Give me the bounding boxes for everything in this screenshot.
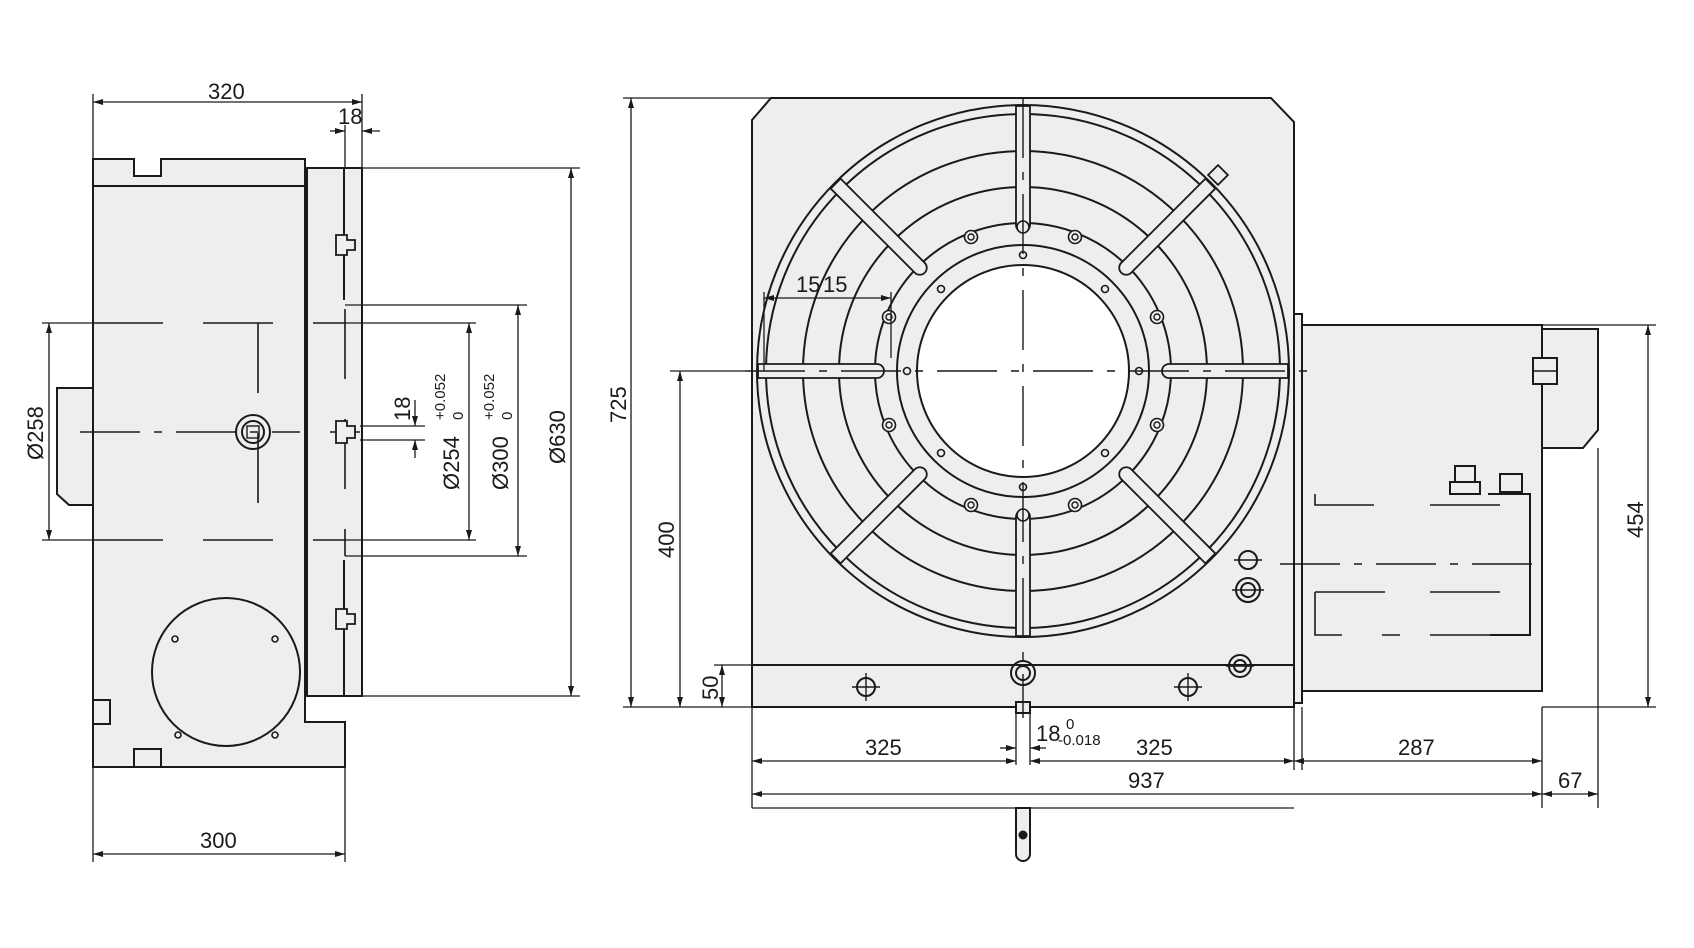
t-slot — [1118, 466, 1217, 565]
front-fitting — [1449, 481, 1481, 495]
side-motor-bolt — [171, 635, 179, 643]
bolt-hole-outer — [881, 309, 897, 325]
bolt-hole-outer — [1067, 229, 1083, 245]
dim-454-label: 454 — [1623, 501, 1648, 538]
front-motor-housing — [1301, 324, 1543, 692]
bolt-hole-inner — [967, 501, 975, 509]
side-view: 320 18 300 Ø258 Ø254 +0.052 0 Ø300 +0.05… — [23, 79, 580, 862]
dim-325-right-label: 325 — [1136, 735, 1173, 760]
side-hub-inner — [241, 420, 265, 444]
front-motor-flange — [1293, 313, 1303, 704]
bolt-hole-outer — [1149, 417, 1165, 433]
bolt-hole-inner — [1153, 313, 1161, 321]
front-fitting — [1454, 465, 1476, 483]
dim-18-key-label: 18 — [1036, 721, 1060, 746]
dim-18-label: 18 — [338, 104, 362, 129]
dim-937-label: 937 — [1128, 768, 1165, 793]
bolt-hole-outer — [963, 497, 979, 513]
tol-zero: 0 — [450, 412, 467, 420]
dim-258-label: Ø258 — [23, 406, 48, 460]
dim-15b-label: 15 — [823, 272, 847, 297]
side-motor-bolt — [271, 635, 279, 643]
bolt-circle-outer — [881, 229, 1165, 513]
bolt-hole-outer — [1067, 497, 1083, 513]
t-slot — [829, 177, 928, 276]
dim-300-dia-label: Ø300 — [488, 436, 513, 490]
bolt-hole — [902, 366, 912, 376]
front-motor-cap — [1541, 328, 1599, 449]
bolt-hole — [936, 284, 946, 294]
side-port — [92, 699, 111, 725]
slot-end-key — [1206, 163, 1230, 187]
bolt-hole-inner — [885, 421, 893, 429]
front-hidden — [1314, 494, 1400, 506]
dim-15-label: 15 — [796, 272, 820, 297]
tol-upper: 0 — [1066, 716, 1074, 733]
key-tab-hole — [1018, 830, 1028, 840]
front-hidden — [1314, 592, 1400, 636]
bolt-hole — [1100, 448, 1110, 458]
side-motor-bolt — [174, 731, 182, 739]
side-base-notch — [133, 748, 162, 768]
tol-lower: -0.018 — [1058, 732, 1101, 749]
side-hub-outer — [235, 414, 271, 450]
bolt-hole-inner — [967, 233, 975, 241]
side-motor-cap — [56, 387, 94, 506]
dim-slot-label: 18 — [390, 397, 415, 421]
side-tslot — [335, 608, 356, 630]
bolt-hole-inner — [1153, 421, 1161, 429]
front-view: 725 400 50 454 15 15 18 0 -0.018 325 325 — [606, 97, 1656, 862]
bolt-hole-inner — [1071, 233, 1079, 241]
side-tslot — [335, 234, 356, 256]
dim-400-label: 400 — [654, 521, 679, 558]
dim-320-label: 320 — [208, 79, 245, 104]
tol-zero: 0 — [499, 412, 516, 420]
side-motor-circle — [151, 597, 301, 747]
front-fitting — [1499, 473, 1523, 493]
t-slot — [829, 466, 928, 565]
tol-plus: +0.052 — [481, 374, 498, 420]
bolt-hole-outer — [963, 229, 979, 245]
side-body — [92, 158, 346, 768]
bolt-hole — [936, 448, 946, 458]
bolt-hole-outer — [1149, 309, 1165, 325]
dim-287-label: 287 — [1398, 735, 1435, 760]
dim-67-label: 67 — [1558, 768, 1582, 793]
dim-50-label: 50 — [698, 676, 723, 700]
dim-254-label: Ø254 — [439, 436, 464, 490]
side-hub-hex — [246, 425, 260, 439]
dim-325-left-label: 325 — [865, 735, 902, 760]
bolt-hole — [1100, 284, 1110, 294]
bolt-hole-outer — [881, 417, 897, 433]
t-slot — [1118, 177, 1217, 276]
side-tslot — [335, 420, 356, 444]
dim-300-label: 300 — [200, 828, 237, 853]
dim-630-label: Ø630 — [545, 410, 570, 464]
tol-plus: +0.052 — [432, 374, 449, 420]
bolt-hole-inner — [885, 313, 893, 321]
dim-725-label: 725 — [606, 386, 631, 423]
bolt-hole-inner — [1071, 501, 1079, 509]
side-motor-bolt — [271, 731, 279, 739]
t-slots — [757, 105, 1289, 637]
